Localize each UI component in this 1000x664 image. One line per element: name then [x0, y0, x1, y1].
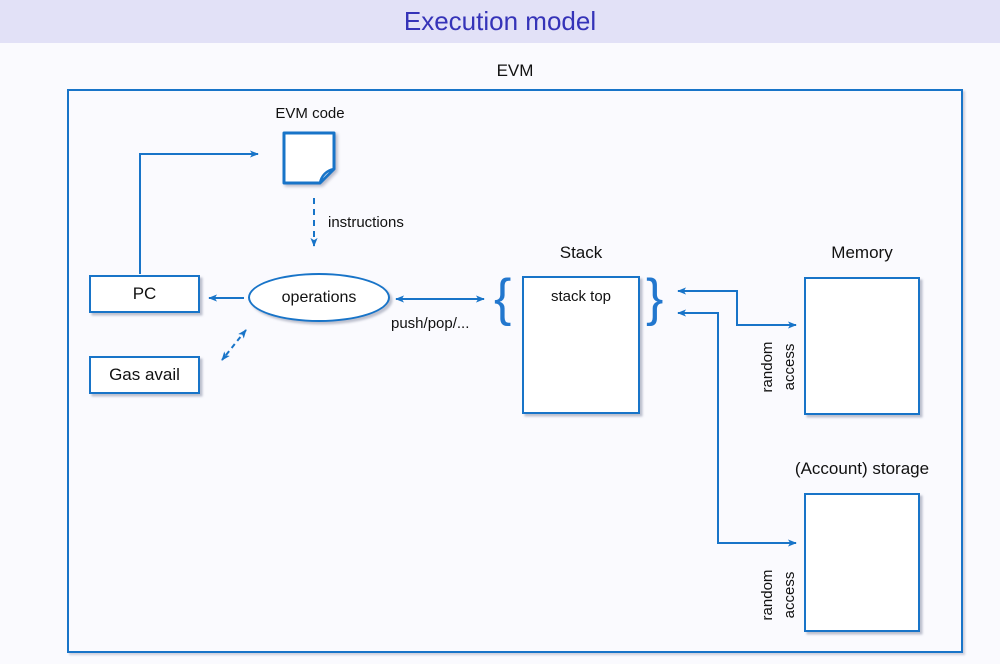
pc-box: PC [89, 275, 200, 313]
memory-box [804, 277, 920, 415]
random-access-storage-label: random access [759, 569, 798, 621]
evm-boundary-box [67, 89, 963, 653]
operations-ellipse: operations [248, 273, 390, 322]
brace-left: { [494, 269, 512, 327]
stack-box: stack top [522, 276, 640, 414]
storage-box [804, 493, 920, 632]
brace-right: } [646, 269, 664, 327]
stack-top-label: stack top [550, 288, 612, 305]
document-icon [282, 131, 336, 185]
operations-label: operations [281, 288, 357, 306]
storage-label: (Account) storage [794, 459, 930, 478]
gas-avail-box: Gas avail [89, 356, 200, 394]
random-access-memory-label: random access [759, 341, 798, 393]
push-pop-label: push/pop/... [391, 315, 470, 332]
evm-code-label: EVM code [275, 105, 345, 122]
slide-title: Execution model [0, 0, 1000, 43]
pc-label: PC [132, 284, 157, 303]
memory-label: Memory [831, 243, 893, 262]
instructions-label: instructions [328, 214, 404, 231]
evm-container-label: EVM [496, 61, 534, 80]
gas-avail-label: Gas avail [109, 365, 180, 384]
stack-label: Stack [559, 243, 603, 262]
